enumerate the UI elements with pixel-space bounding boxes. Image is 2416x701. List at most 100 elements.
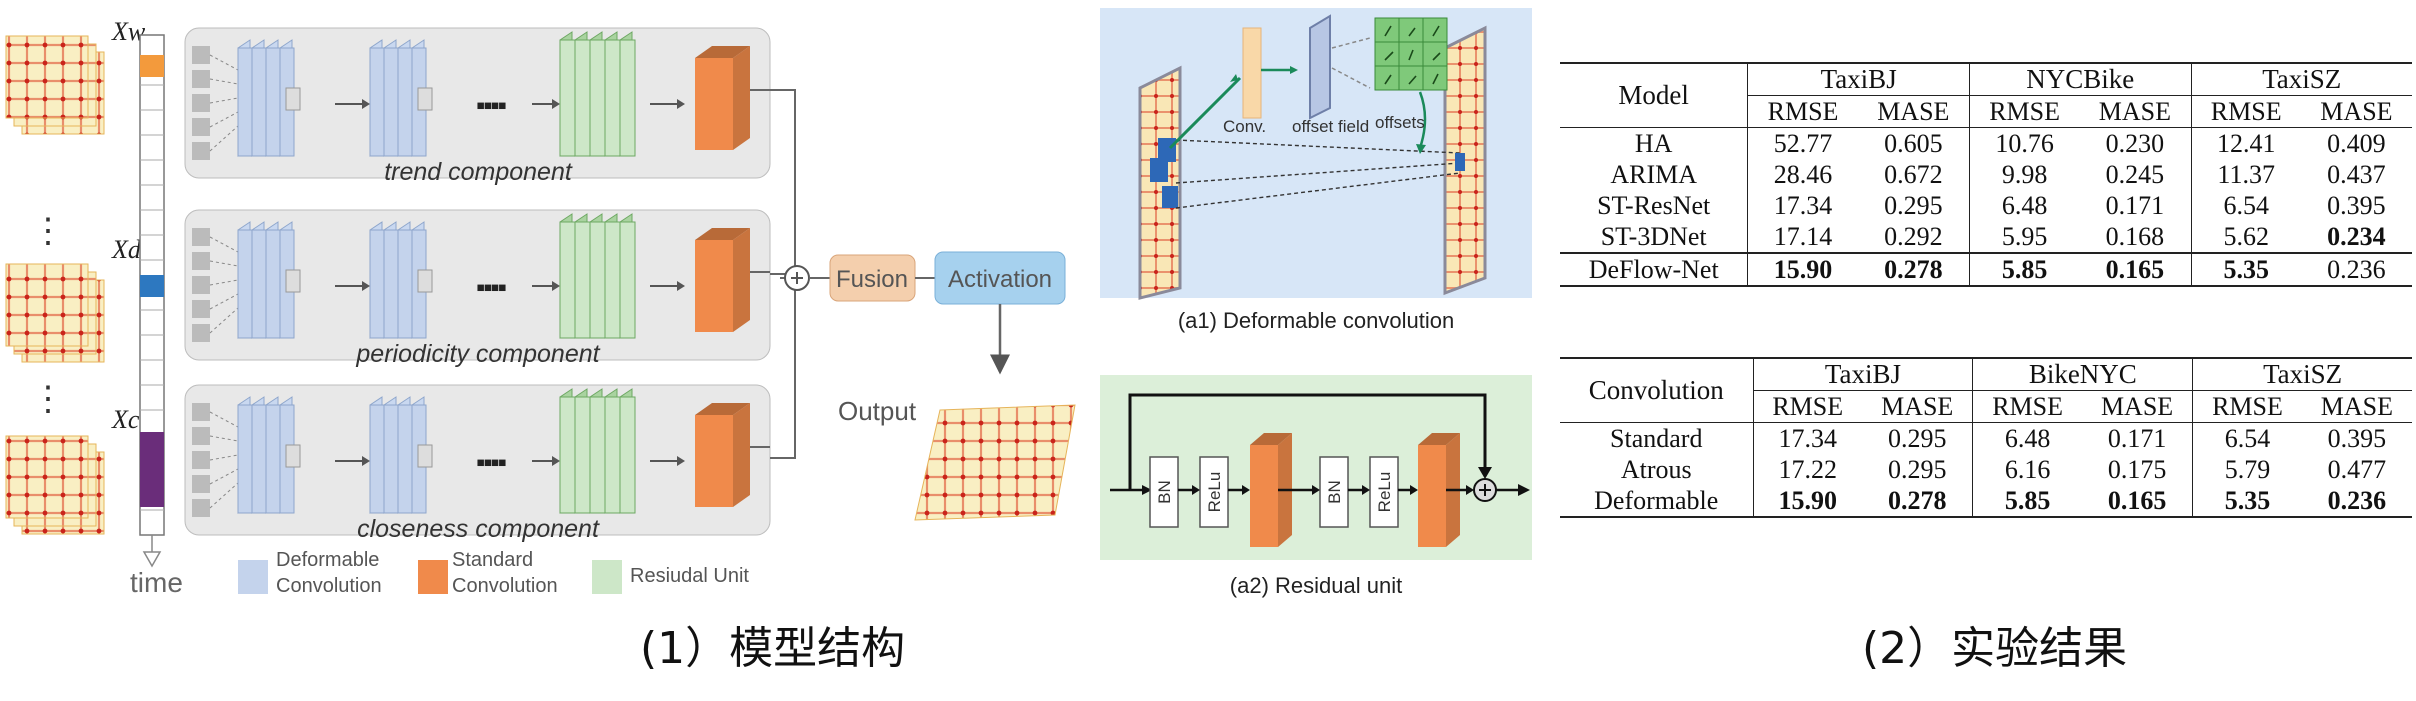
t2-row-name: Standard (1610, 424, 1703, 453)
t2-cell: 0.165 (2081, 485, 2193, 518)
offset-field-label: offset field (1292, 117, 1369, 136)
component-label-trend: trend component (384, 158, 573, 186)
t2-cell: 5.35 (2192, 485, 2302, 518)
t1-cell: 6.48 (1968, 190, 2080, 221)
deformable-conv-figure: Conv. offset field offsets (a1) Deformab… (1100, 8, 1532, 333)
t1-header-first: Model (1560, 62, 1748, 128)
t1-cell: 0.234 (2327, 222, 2386, 251)
component-panel-trend: ▪▪▪▪ trend component (184, 27, 771, 186)
t2-subheader: RMSE (1752, 390, 1862, 423)
t1-subheader: MASE (2079, 95, 2192, 128)
component-label-closeness: closeness component (357, 515, 600, 543)
deformable-caption: (a1) Deformable convolution (1178, 308, 1454, 333)
t1-subheader: MASE (2300, 95, 2412, 128)
t2-row-name: Deformable (1560, 485, 1753, 518)
t2-cell: 0.278 (1862, 485, 1973, 518)
output-heatmap (914, 404, 1076, 521)
t2-cell: 0.236 (2301, 485, 2412, 518)
t1-cell: 0.672 (1884, 160, 1943, 189)
residual-unit-figure: BN ReLu BN ReLu (a2) Residual unit (1100, 375, 1532, 598)
t1-header-dataset: TaxiBJ (1747, 62, 1970, 96)
t1-cell: 0.236 (2300, 252, 2412, 287)
t1-cell: 0.165 (2079, 252, 2192, 287)
t1-row-name: ARIMA (1610, 160, 1698, 189)
t2-cell: 0.477 (2327, 455, 2387, 484)
t1-row-name: DeFlow-Net (1560, 252, 1748, 287)
caption-model-structure: (1）模型结构 (640, 623, 906, 674)
residual-bn-box (1319, 456, 1349, 528)
t2-header-dataset: BikeNYC (1972, 357, 2193, 391)
offset-field (1309, 14, 1331, 120)
t2-cell: 0.295 (1887, 424, 1947, 453)
t1-cell: 0.437 (2327, 160, 2386, 189)
t1-cell: 17.34 (1747, 190, 1858, 221)
offsets-grid (1374, 17, 1448, 91)
t2-cell: 5.85 (1972, 485, 2082, 518)
t1-cell: 11.37 (2190, 159, 2301, 190)
caption-experiment-results: (2）实验结果 (1862, 623, 2128, 674)
time-axis (139, 34, 165, 568)
residual-relu-label: ReLu (1375, 472, 1394, 513)
residual-relu-label: ReLu (1205, 472, 1224, 513)
standard-conv-block (695, 415, 733, 507)
t1-cell: 9.98 (1968, 159, 2080, 190)
t1-row-name: ST-3DNet (1600, 222, 1707, 251)
t1-cell: 15.90 (1747, 252, 1858, 287)
t2-cell: 17.22 (1752, 454, 1862, 485)
t2-cell: 0.175 (2107, 455, 2167, 484)
component-panel-closeness: ▪▪▪▪ closeness component (184, 384, 771, 543)
residual-bn-label: BN (1325, 480, 1344, 504)
t1-cell: 0.230 (2105, 129, 2165, 158)
t1-cell: 5.35 (2190, 252, 2301, 287)
t2-cell: 17.34 (1752, 422, 1862, 454)
input-stack-day (5, 263, 105, 363)
t2-cell: 0.295 (1887, 455, 1947, 484)
standard-conv-block (695, 240, 733, 332)
residual-conv-block (1418, 445, 1446, 547)
residual-bn-box (1149, 456, 1179, 528)
conv-label: Conv. (1223, 117, 1266, 136)
residual-bn-label: BN (1155, 480, 1174, 504)
vertical-dots-1: ⋮ (31, 212, 65, 250)
t1-row-name: HA (1634, 129, 1673, 158)
t2-subheader: MASE (2301, 390, 2412, 423)
output-label: Output (838, 396, 917, 426)
t2-subheader: MASE (1862, 390, 1973, 423)
component-ellipsis: ▪▪▪▪ (476, 90, 506, 120)
t1-subheader: RMSE (2190, 95, 2301, 128)
t1-cell: 0.168 (2105, 222, 2165, 251)
t1-subheader: MASE (1857, 95, 1970, 128)
t1-cell: 10.76 (1968, 127, 2080, 159)
architecture-diagram: ⋮ ⋮ Xw Xd Xc time ▪▪▪▪trend component▪▪▪… (5, 17, 1076, 598)
legend-swatch-deformable (238, 560, 268, 594)
standard-conv-block (695, 58, 733, 150)
t1-cell: 0.395 (2327, 191, 2386, 220)
t2-cell: 0.171 (2107, 424, 2167, 453)
legend-swatch-residual (592, 560, 622, 594)
conv-block (1242, 27, 1262, 119)
legend-standard-2: Convolution (452, 575, 558, 597)
t2-subheader: RMSE (2192, 390, 2302, 423)
t1-cell: 0.278 (1857, 252, 1970, 287)
residual-conv-block (1250, 445, 1278, 547)
t1-cell: 5.62 (2190, 221, 2301, 253)
t1-cell: 0.171 (2105, 191, 2165, 220)
legend-standard-1: Standard (452, 549, 533, 571)
t2-cell: 6.48 (1972, 422, 2082, 454)
legend: Deformable Convolution Standard Convolut… (238, 549, 749, 597)
residual-caption: (a2) Residual unit (1230, 573, 1402, 598)
component-ellipsis: ▪▪▪▪ (476, 447, 506, 477)
input-stack-week (5, 35, 105, 135)
t1-cell: 5.85 (1968, 252, 2080, 287)
t2-cell: 0.395 (2327, 424, 2387, 453)
component-panel-periodicity: ▪▪▪▪periodicity component (184, 209, 771, 368)
legend-swatch-standard (418, 560, 448, 594)
label-xd: Xd (111, 235, 142, 264)
